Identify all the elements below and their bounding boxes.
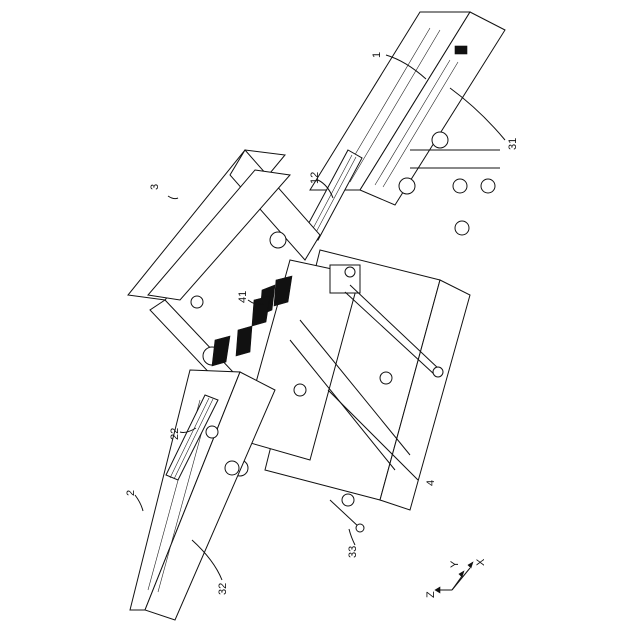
label-drive-left: 32 bbox=[217, 583, 229, 595]
label-assembly: 3 bbox=[149, 184, 161, 190]
pivot-link bbox=[330, 494, 364, 532]
label-cable-chain-right: 12 bbox=[309, 172, 321, 184]
axis-x-label: X bbox=[475, 558, 487, 566]
label-heat-sink: 41 bbox=[237, 291, 249, 303]
label-frame: 4 bbox=[425, 480, 437, 486]
label-rail-left: 2 bbox=[125, 490, 137, 496]
label-drive-right: 31 bbox=[507, 138, 519, 150]
rail-right bbox=[310, 12, 505, 235]
axis-y-label: Y bbox=[449, 560, 461, 568]
label-cable-chain-left: 22 bbox=[169, 428, 181, 440]
axis-z-label: Z bbox=[425, 591, 437, 598]
label-rail-right: 1 bbox=[371, 52, 383, 58]
label-pivot-link: 33 bbox=[347, 546, 359, 558]
